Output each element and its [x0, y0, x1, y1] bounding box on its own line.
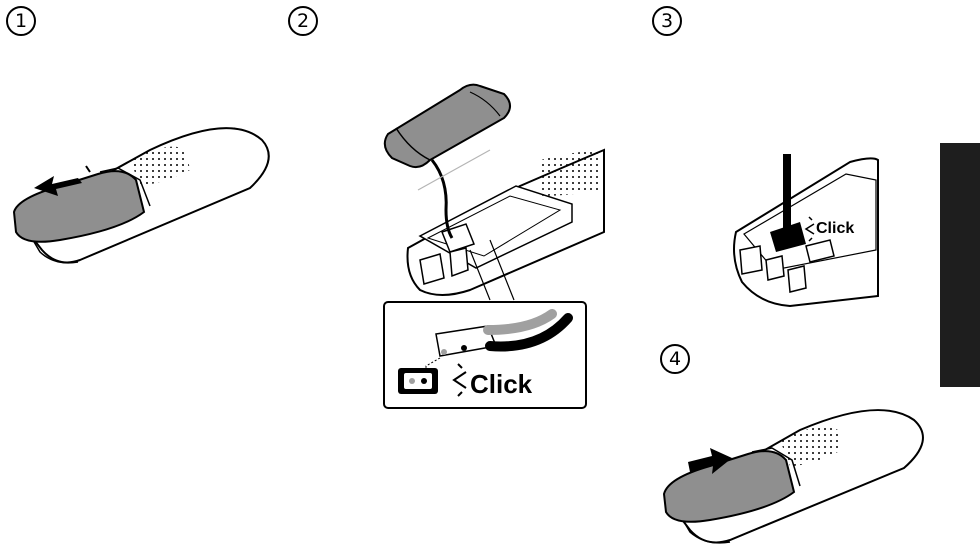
- step-3-illustration: [734, 154, 878, 306]
- step-2-illustration: Click: [384, 85, 604, 408]
- step-1-illustration: [14, 128, 269, 263]
- press-tool-icon: [783, 154, 791, 244]
- battery-pack: [385, 85, 510, 167]
- click-label-small: Click: [816, 220, 854, 237]
- click-label-large: Click: [470, 369, 533, 399]
- step-4-illustration: [664, 410, 923, 543]
